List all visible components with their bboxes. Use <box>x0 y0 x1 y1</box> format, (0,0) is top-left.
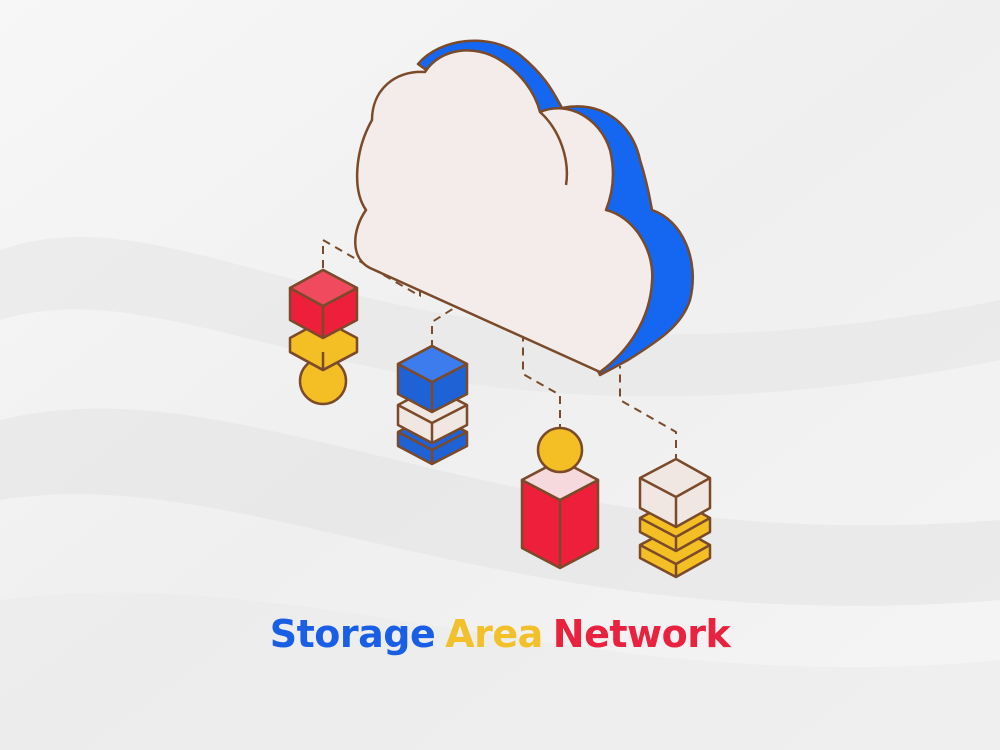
server-stack-with-sphere-icon <box>288 268 359 406</box>
storage-stack-icon <box>638 457 712 579</box>
user-icon <box>520 426 600 570</box>
connector-node-3 <box>522 330 561 432</box>
cloud-icon <box>354 39 695 377</box>
connector-node-4 <box>619 366 677 462</box>
caption-word-network: Network <box>552 612 731 656</box>
caption-word-area: Area <box>445 612 543 656</box>
server-stack-icon <box>396 344 469 466</box>
caption-word-storage: Storage <box>269 612 436 656</box>
